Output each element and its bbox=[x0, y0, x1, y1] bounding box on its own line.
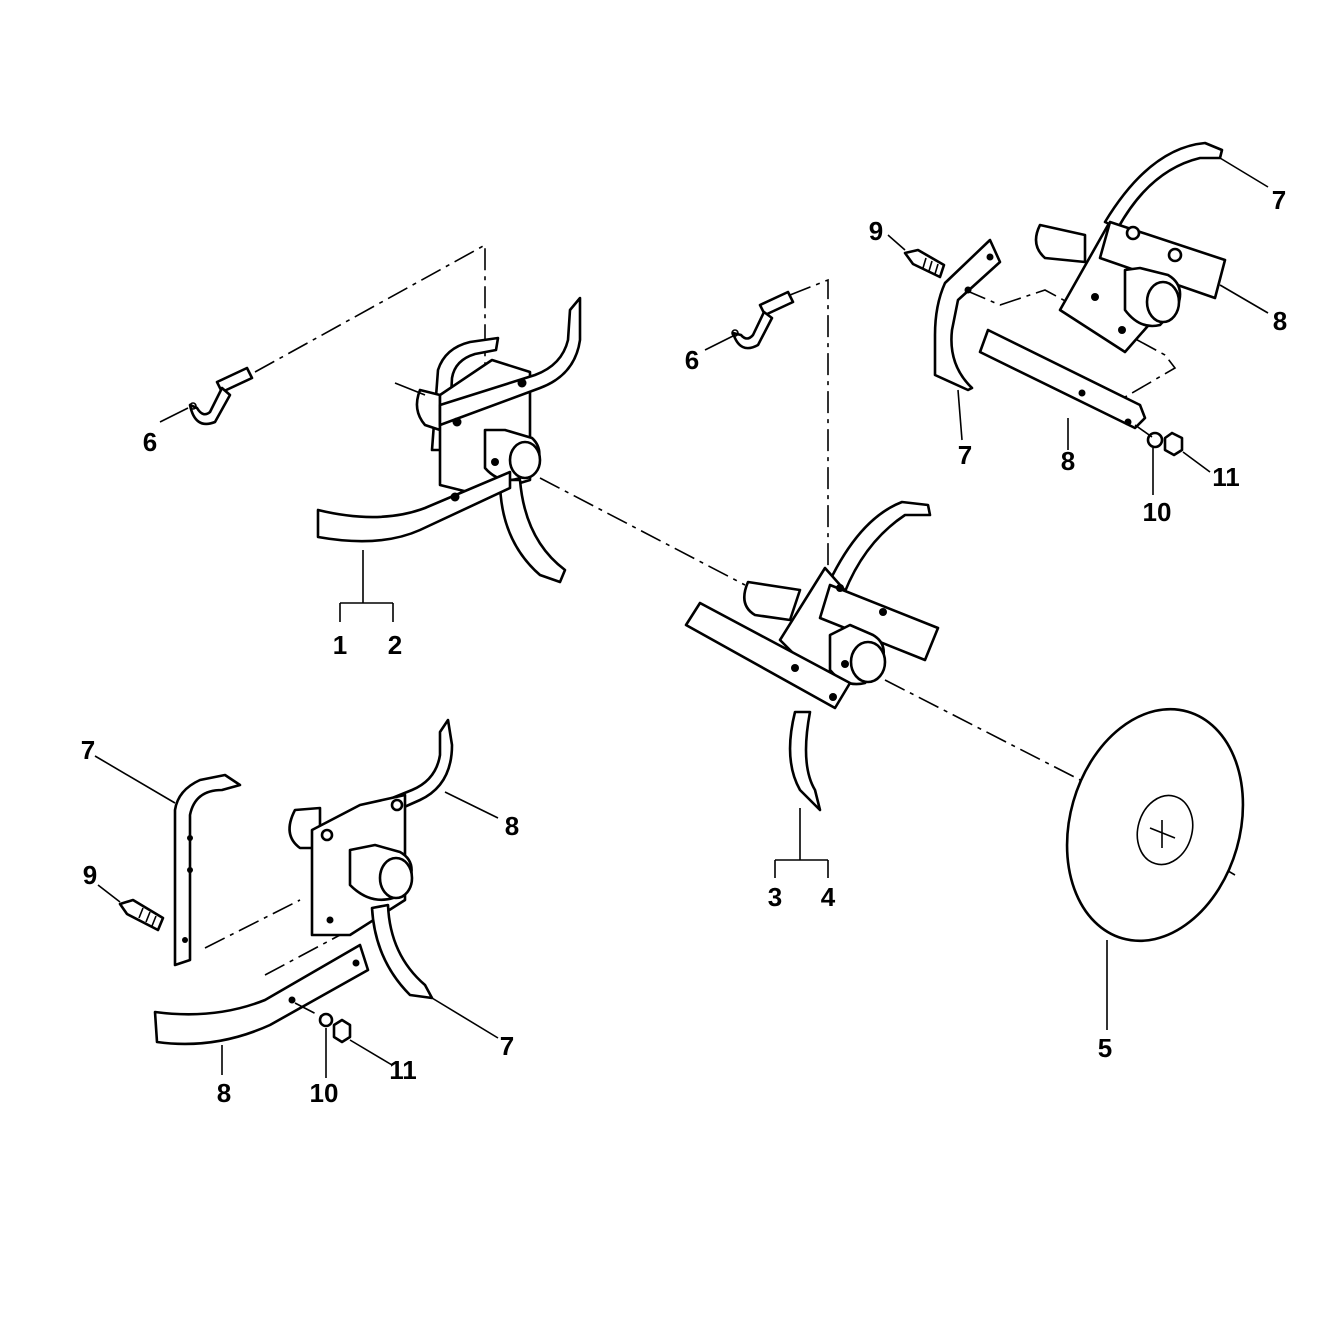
callout-6-left: 6 bbox=[143, 427, 157, 457]
callout-4: 4 bbox=[821, 882, 836, 912]
lynch-pin-6-left[interactable] bbox=[188, 366, 254, 426]
tine-top-c bbox=[820, 500, 932, 607]
callout-3: 3 bbox=[768, 882, 782, 912]
tine-7-separate bbox=[933, 238, 1002, 392]
hub-bore bbox=[508, 440, 542, 480]
tine-down-bl bbox=[370, 903, 434, 1000]
tine-lower-down bbox=[498, 478, 567, 584]
callout-7-bottom-left: 7 bbox=[81, 735, 95, 765]
flat-blade-upper-c bbox=[818, 583, 940, 662]
hub-tube-rear bbox=[415, 388, 442, 432]
bolt-9-tr bbox=[903, 248, 946, 279]
nut-11-tr bbox=[1163, 431, 1184, 457]
shield-disc-5[interactable] bbox=[1041, 688, 1269, 962]
callout-labels: 1 2 3 4 5 6 6 7 7 7 7 8 8 8 8 9 9 10 10 … bbox=[81, 185, 1287, 1108]
hub-bore-c bbox=[849, 640, 887, 684]
rotor-assembly-3-4[interactable] bbox=[684, 500, 940, 812]
washer-10-bl bbox=[318, 1012, 334, 1028]
hub-tube-rear-tr bbox=[1034, 223, 1087, 264]
callout-8-bottom-right: 8 bbox=[505, 811, 519, 841]
callout-11-bottom: 11 bbox=[389, 1055, 417, 1085]
callout-10-top: 10 bbox=[1143, 497, 1172, 527]
lynch-pin-6-center[interactable] bbox=[731, 290, 795, 350]
callout-1: 1 bbox=[333, 630, 347, 660]
callout-2: 2 bbox=[388, 630, 402, 660]
hub-bore-bl bbox=[378, 856, 414, 900]
callout-8-bottom-left: 8 bbox=[217, 1078, 231, 1108]
blade-8-bl bbox=[153, 943, 370, 1046]
flat-blade-tr bbox=[1098, 220, 1227, 300]
tine-top-long bbox=[1103, 141, 1224, 230]
tine-down-c bbox=[788, 710, 822, 812]
callout-6-center: 6 bbox=[685, 345, 699, 375]
flat-blade-lower-c bbox=[684, 601, 852, 710]
nut-11-bl bbox=[332, 1018, 352, 1044]
hub-tube-rear-c bbox=[743, 580, 802, 622]
callout-7-right-separate: 7 bbox=[958, 440, 972, 470]
rotor-assembly-1-2[interactable] bbox=[316, 296, 582, 584]
rotor-assembly-bottom-left[interactable] bbox=[118, 718, 454, 1046]
tine-7-bl-separate bbox=[173, 773, 242, 967]
callout-8-top-right: 8 bbox=[1273, 306, 1287, 336]
callout-5: 5 bbox=[1098, 1033, 1112, 1063]
flat-blade-8-separate bbox=[978, 328, 1147, 430]
rotor-assembly-top-right[interactable] bbox=[903, 141, 1227, 457]
bolt-9-bl bbox=[118, 898, 165, 932]
callout-7-top-right: 7 bbox=[1272, 185, 1286, 215]
callout-7-bottom-center: 7 bbox=[500, 1031, 514, 1061]
callout-11-top: 11 bbox=[1212, 462, 1240, 492]
callout-9-top: 9 bbox=[869, 216, 883, 246]
blade-front-curved bbox=[316, 470, 512, 543]
leader-lines bbox=[94, 157, 1269, 1078]
callout-9-bottom: 9 bbox=[83, 860, 97, 890]
tine-upper-right bbox=[438, 296, 582, 427]
callout-10-bottom: 10 bbox=[310, 1078, 339, 1108]
hub-bore-tr bbox=[1145, 280, 1181, 324]
callout-8-right-separate: 8 bbox=[1061, 446, 1075, 476]
